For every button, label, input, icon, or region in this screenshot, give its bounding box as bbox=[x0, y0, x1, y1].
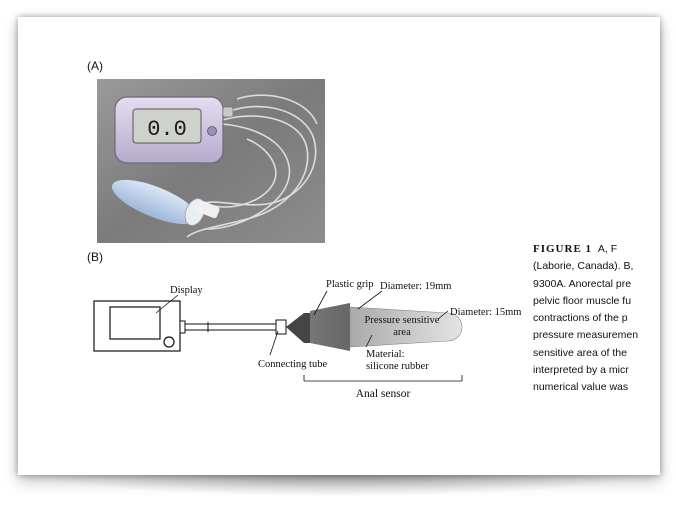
label-diameter-15: Diameter: 15mm bbox=[450, 307, 521, 318]
caption-line: 9300A. Anorectal pre bbox=[533, 277, 632, 290]
label-pressure-line2: area bbox=[393, 327, 411, 338]
caption-line: sensitive area of the bbox=[533, 346, 627, 359]
label-anal-sensor: Anal sensor bbox=[356, 388, 411, 399]
caption-line: (Laborie, Canada). B, bbox=[533, 260, 634, 273]
device-photo: 0.0 bbox=[97, 79, 325, 243]
panel-b-label: (B) bbox=[87, 250, 103, 264]
label-connecting-tube: Connecting tube bbox=[258, 359, 327, 370]
device-display-value: 0.0 bbox=[147, 117, 187, 142]
caption-line: pelvic floor muscle fu bbox=[533, 294, 632, 307]
caption-line: interpreted by a micr bbox=[533, 364, 629, 377]
label-pressure-line1: Pressure sensitive bbox=[365, 315, 440, 326]
label-display: Display bbox=[170, 285, 203, 296]
display-unit bbox=[93, 300, 186, 352]
figure-caption: FIGURE 1 A, F (Laborie, Canada). B, 9300… bbox=[533, 241, 660, 397]
label-material-line1: Material: bbox=[366, 349, 405, 360]
probe-photo bbox=[111, 179, 220, 226]
anal-sensor-bracket bbox=[303, 375, 463, 382]
pressure-sensitive-area bbox=[349, 306, 463, 348]
sensor-cone bbox=[310, 303, 350, 351]
connecting-tube bbox=[185, 319, 287, 335]
caption-line: contractions of the p bbox=[533, 312, 628, 325]
label-plastic-grip: Plastic grip bbox=[326, 279, 374, 290]
caption-line: numerical value was bbox=[533, 381, 629, 394]
caption-line: pressure measuremen bbox=[533, 329, 639, 342]
device-diagram: Display Plastic grip Diameter: 19mm Diam… bbox=[93, 279, 521, 399]
document-page: (A) bbox=[18, 17, 660, 475]
label-material-line2: silicone rubber bbox=[366, 361, 429, 372]
panel-a-label: (A) bbox=[87, 59, 103, 73]
plastic-grip bbox=[286, 313, 310, 343]
figure-label: FIGURE 1 bbox=[533, 243, 593, 255]
caption-line: FIGURE 1 A, F bbox=[533, 243, 618, 255]
label-diameter-19: Diameter: 19mm bbox=[380, 281, 451, 292]
